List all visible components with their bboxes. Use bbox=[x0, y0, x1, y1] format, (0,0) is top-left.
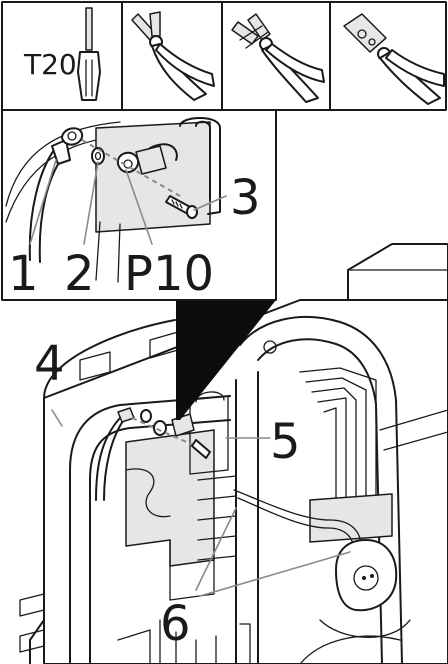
leader-2 bbox=[83, 161, 99, 245]
ribbon-cables bbox=[299, 367, 448, 543]
zoom-funnel bbox=[176, 300, 276, 420]
tool-strip bbox=[1, 1, 447, 111]
t20-screwdriver-icon bbox=[77, 7, 101, 101]
callout-3: 3 bbox=[230, 170, 261, 226]
callout-4: 4 bbox=[34, 336, 65, 392]
leader-lines bbox=[29, 159, 351, 597]
callout-1: 1 bbox=[8, 246, 39, 302]
leader-p10 bbox=[125, 169, 153, 245]
leader-6a bbox=[195, 507, 237, 591]
crimping-tool-icon bbox=[343, 13, 445, 105]
callout-5: 5 bbox=[270, 414, 301, 470]
terminal-block bbox=[125, 391, 237, 601]
main-ring-terminal bbox=[117, 407, 211, 459]
side-cutter-icon bbox=[131, 11, 215, 101]
leader-4 bbox=[51, 409, 63, 427]
leader-6b bbox=[199, 551, 351, 597]
callout-2: 2 bbox=[64, 246, 95, 302]
detail-inset bbox=[1, 109, 277, 301]
leader-1 bbox=[29, 159, 57, 245]
callout-p10: P10 bbox=[124, 246, 214, 302]
wire-stripper-icon bbox=[231, 13, 325, 103]
callout-6: 6 bbox=[160, 596, 191, 652]
callouts: T20 1 2 P10 3 4 5 6 bbox=[8, 48, 301, 652]
cable-gland bbox=[299, 539, 411, 664]
lower-structure bbox=[117, 619, 251, 664]
leader-3 bbox=[193, 195, 227, 211]
tool-label-t20: T20 bbox=[23, 48, 77, 81]
